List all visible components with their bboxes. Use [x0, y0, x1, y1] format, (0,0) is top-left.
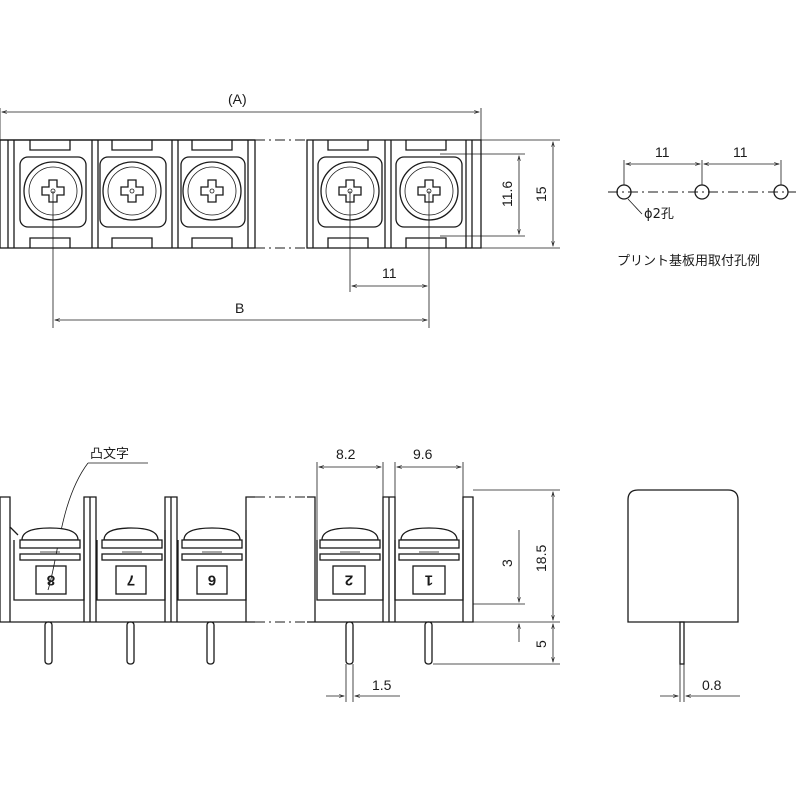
hole-pattern-caption: プリント基板用取付孔例: [617, 254, 760, 269]
terminal-block-left: [0, 139, 256, 249]
dim-label-18-5: 18.5: [533, 545, 549, 572]
screw-7: [99, 156, 167, 228]
dim-label-8-2: 8.2: [336, 446, 356, 462]
dim-label-9-6: 9.6: [413, 446, 433, 462]
terminal-number-1: 1: [425, 572, 433, 589]
hole-diameter-label: ϕ2孔: [644, 207, 674, 222]
terminal-number-2: 2: [345, 572, 353, 589]
hole-pitch-2: 11: [733, 144, 748, 160]
dim-label-3: 3: [499, 559, 515, 567]
dim-label-5: 5: [533, 640, 549, 648]
screw-6: [180, 156, 246, 228]
front-body-left: 8 7 6: [0, 496, 255, 665]
front-view: 凸文字: [0, 446, 560, 702]
dim-label-11-6: 11.6: [499, 181, 515, 207]
terminal-number-6: 6: [208, 572, 216, 589]
hole-pitch-1: 11: [655, 144, 670, 160]
dim-label-b: B: [235, 300, 244, 316]
side-pin: [679, 621, 685, 665]
side-view: 0.8: [627, 489, 740, 702]
mounting-hole-1: [616, 184, 632, 200]
dim-label-a: (A): [228, 91, 247, 107]
terminal-number-7: 7: [127, 572, 135, 589]
dim-label-1-5: 1.5: [372, 677, 392, 693]
terminal-block-right: [306, 139, 482, 249]
mounting-hole-3: [773, 184, 789, 200]
terminal-number-8: 8: [47, 572, 55, 589]
dim-label-pitch: 11: [382, 265, 397, 281]
top-view: (A): [0, 91, 560, 328]
hole-pattern-view: 11 11 ϕ2孔 プリント基板用取付孔例: [608, 144, 796, 269]
dim-label-15: 15: [533, 186, 549, 202]
raised-text-callout: 凸文字: [90, 447, 129, 462]
mounting-hole-2: [694, 184, 710, 200]
dim-label-0-8: 0.8: [702, 677, 722, 693]
side-body: [627, 489, 739, 623]
front-body-right: 2 1: [307, 496, 474, 665]
